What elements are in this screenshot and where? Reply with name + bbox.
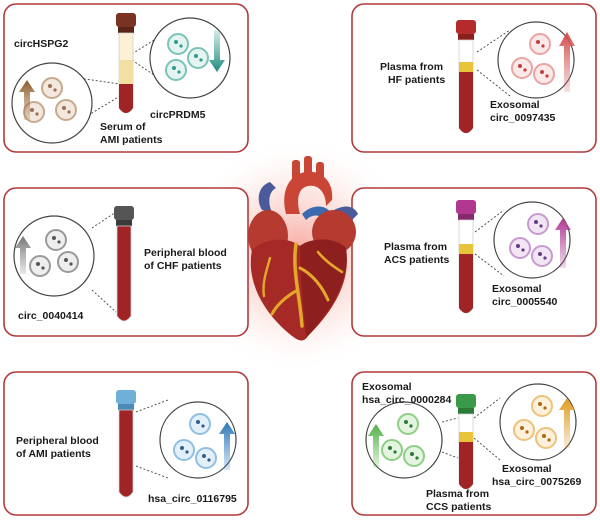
- panel-peripheral-ami: Peripheral blood of AMI patients hsa_cir…: [3, 371, 249, 516]
- label-source-1: Plasma from: [384, 241, 447, 253]
- label-source-2: of AMI patients: [16, 448, 91, 460]
- label-circ-2: circ_0097435: [490, 112, 556, 124]
- panel-serum-ami: circHSPG2 circPRDM5 Serum of AMI patient…: [3, 3, 249, 153]
- heart-icon: [248, 156, 358, 341]
- label-source-2: AMI patients: [100, 134, 163, 146]
- label-source-2: CCS patients: [426, 501, 492, 513]
- blood-tube-icon: [116, 390, 136, 498]
- blood-tube-icon: [456, 394, 476, 490]
- exosome-icon: [497, 21, 575, 99]
- label-source-1: Plasma from: [426, 488, 489, 500]
- arrow-up-icon: [19, 80, 35, 120]
- exosome-icon: [493, 201, 571, 279]
- panel-plasma-ccs: Exosomal hsa_circ_0000284 Exosomal hsa_c…: [351, 371, 597, 516]
- arrow-up-icon: [219, 422, 235, 470]
- label-source-2: ACS patients: [384, 254, 450, 266]
- label-circ-a1: Exosomal: [362, 381, 412, 393]
- label-circ-a: circHSPG2: [14, 38, 68, 50]
- arrow-up-icon: [368, 424, 384, 468]
- arrow-up-icon: [559, 398, 575, 448]
- arrow-down-icon: [209, 30, 225, 72]
- label-circ-b2: hsa_circ_0075269: [492, 476, 581, 488]
- label-circ-2: circ_0005540: [492, 296, 558, 308]
- panel-peripheral-chf: Peripheral blood of CHF patients circ_00…: [3, 187, 249, 337]
- blood-tube-icon: [114, 206, 134, 322]
- arrow-up-icon: [15, 236, 31, 274]
- label-circ: hsa_circ_0116795: [148, 493, 237, 505]
- exosome-icon: [13, 215, 95, 297]
- panel-plasma-hf: Plasma from HF patients Exosomal circ_00…: [351, 3, 597, 153]
- label-circ-a2: hsa_circ_0000284: [362, 394, 451, 406]
- label-source-1: Peripheral blood: [16, 435, 99, 447]
- label-circ-1: Exosomal: [490, 99, 540, 111]
- exosome-icon: [149, 17, 231, 99]
- label-circ-b1: Exosomal: [502, 463, 552, 475]
- label-source-1: Serum of: [100, 121, 146, 133]
- label-source-1: Peripheral blood: [144, 247, 227, 259]
- arrow-up-icon: [555, 218, 571, 268]
- blood-tube-icon: [456, 20, 476, 134]
- label-circ: circ_0040414: [18, 310, 84, 322]
- label-circ-1: Exosomal: [492, 283, 542, 295]
- exosome-icon: [365, 401, 443, 479]
- arrow-up-icon: [559, 32, 575, 92]
- label-circ-b: circPRDM5: [150, 109, 206, 121]
- label-source-2: of CHF patients: [144, 260, 222, 272]
- label-source-2: HF patients: [388, 74, 445, 86]
- exosome-icon: [159, 401, 237, 479]
- blood-tube-icon: [456, 200, 476, 314]
- panel-plasma-acs: Plasma from ACS patients Exosomal circ_0…: [351, 187, 597, 337]
- exosome-icon: [499, 383, 577, 461]
- blood-tube-icon: [116, 13, 136, 114]
- label-source-1: Plasma from: [380, 61, 443, 73]
